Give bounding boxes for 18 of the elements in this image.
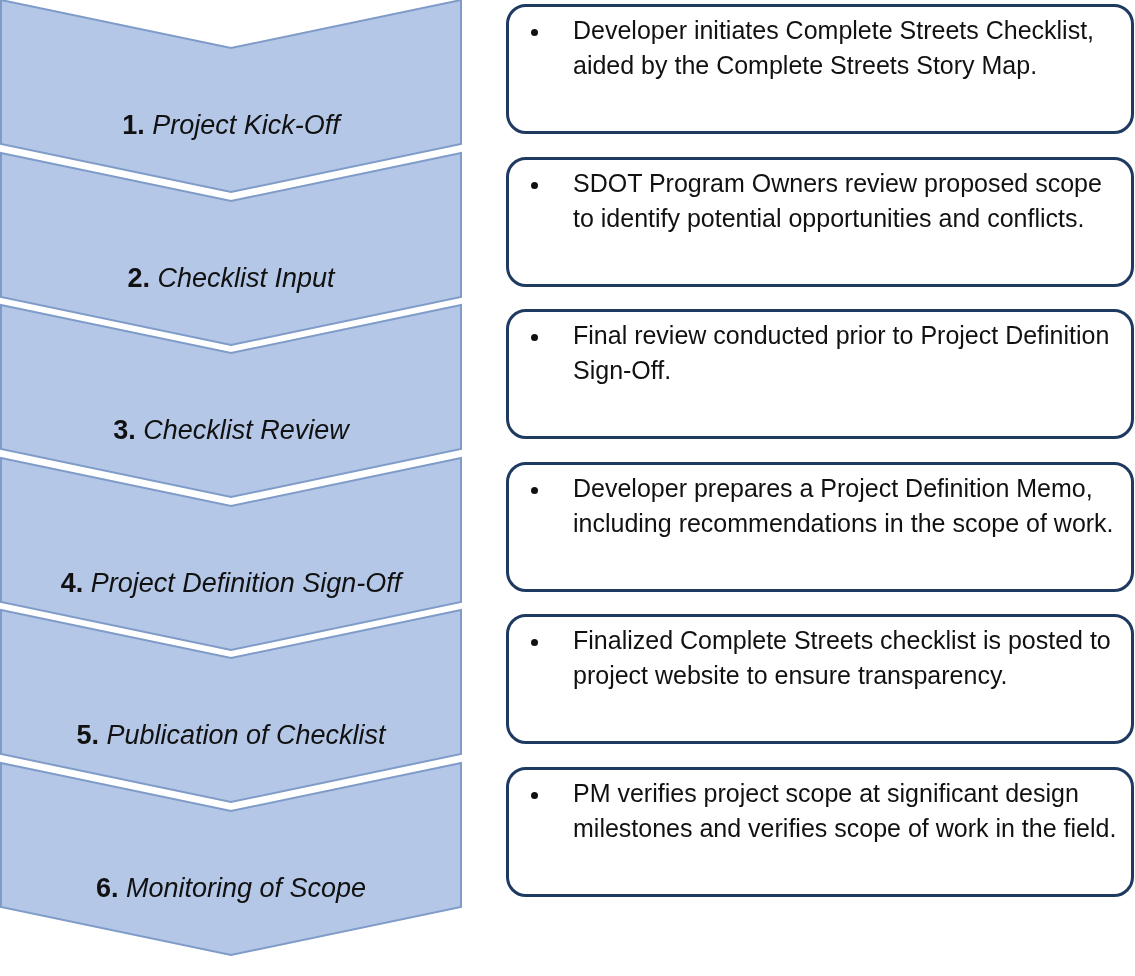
step-label: 5. Publication of Checklist [76, 720, 386, 751]
step-label: 1. Project Kick-Off [122, 110, 340, 141]
description-box [506, 156, 1134, 287]
description-box [506, 4, 1134, 134]
step-label: 4. Project Definition Sign-Off [60, 567, 402, 599]
description-box [506, 766, 1134, 897]
description-text: Developer prepares a Project Definition Memo, including recommendations in the scope of work. [573, 472, 1115, 539]
description-text: PM verifies project scope at significant design milestones and verifies scope of work in the field. [573, 777, 1118, 844]
step-label: 3. Checklist Review [113, 415, 349, 446]
description-text: SDOT Program Owners review proposed scope to identify potential opportunities and conflicts. [573, 167, 1103, 234]
description-box [506, 309, 1134, 439]
description-box [506, 614, 1134, 744]
description-text: Final review conducted prior to Project Definition Sign-Off. [573, 320, 1111, 386]
step-label: 6. Monitoring of Scope [95, 872, 367, 904]
step-label: 2. Checklist Input [127, 262, 335, 294]
description-text: Developer initiates Complete Streets Checklist, aided by the Complete Streets Story Map. [573, 15, 1096, 81]
description-text: Finalized Complete Streets checklist is posted to project website to ensure transparency. [573, 625, 1112, 691]
description-box [506, 461, 1134, 592]
